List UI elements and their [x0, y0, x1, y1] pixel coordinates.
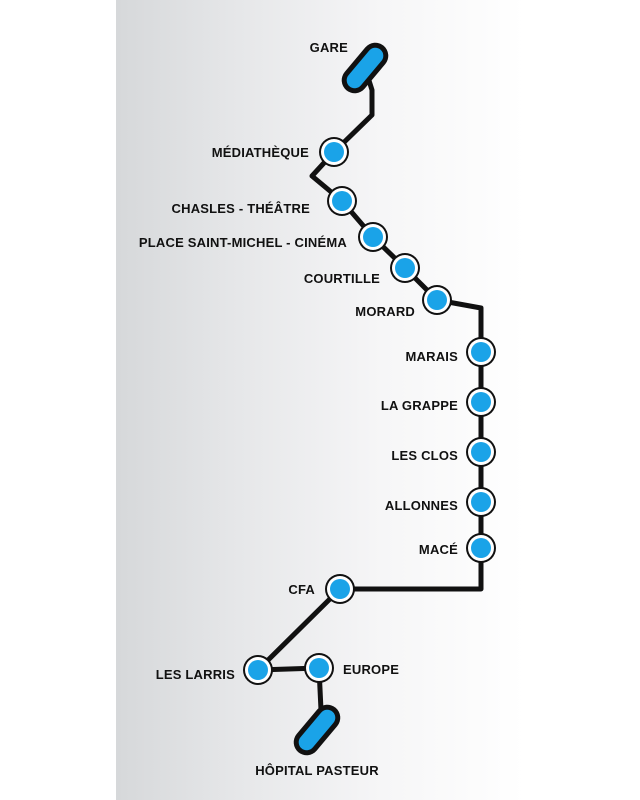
stations-layer: [243, 42, 496, 756]
station-allonnes: [466, 487, 496, 517]
station-label-les-clos: LES CLOS: [391, 448, 458, 463]
station-cfa: [325, 574, 355, 604]
station-label-chasles-theatre: CHASLES - THÉÂTRE: [172, 201, 311, 216]
station-label-hopital-pasteur: HÔPITAL PASTEUR: [255, 763, 379, 778]
station-label-morard: MORARD: [355, 304, 415, 319]
station-morard: [422, 285, 452, 315]
station-label-cfa: CFA: [288, 582, 315, 597]
station-courtille: [390, 253, 420, 283]
station-gare: [341, 42, 389, 94]
station-hopital-pasteur: [293, 704, 341, 756]
station-place-saint-michel-cinema: [358, 222, 388, 252]
station-label-la-grappe: LA GRAPPE: [381, 398, 458, 413]
station-marais: [466, 337, 496, 367]
station-la-grappe: [466, 387, 496, 417]
labels-layer: GARE MÉDIATHÈQUE CHASLES - THÉÂTRE PLACE…: [139, 40, 458, 778]
station-label-courtille: COURTILLE: [304, 271, 380, 286]
station-label-gare: GARE: [310, 40, 348, 55]
station-label-europe: EUROPE: [343, 662, 399, 677]
station-europe: [304, 653, 334, 683]
station-label-marais: MARAIS: [406, 349, 459, 364]
station-label-place-saint-michel-cinema: PLACE SAINT-MICHEL - CINÉMA: [139, 235, 348, 250]
station-mediatheque: [319, 137, 349, 167]
station-label-mace: MACÉ: [419, 542, 458, 557]
station-mace: [466, 533, 496, 563]
station-label-allonnes: ALLONNES: [385, 498, 458, 513]
station-chasles-theatre: [327, 186, 357, 216]
station-label-mediatheque: MÉDIATHÈQUE: [212, 145, 309, 160]
station-les-larris: [243, 655, 273, 685]
station-les-clos: [466, 437, 496, 467]
station-label-les-larris: LES LARRIS: [156, 667, 235, 682]
